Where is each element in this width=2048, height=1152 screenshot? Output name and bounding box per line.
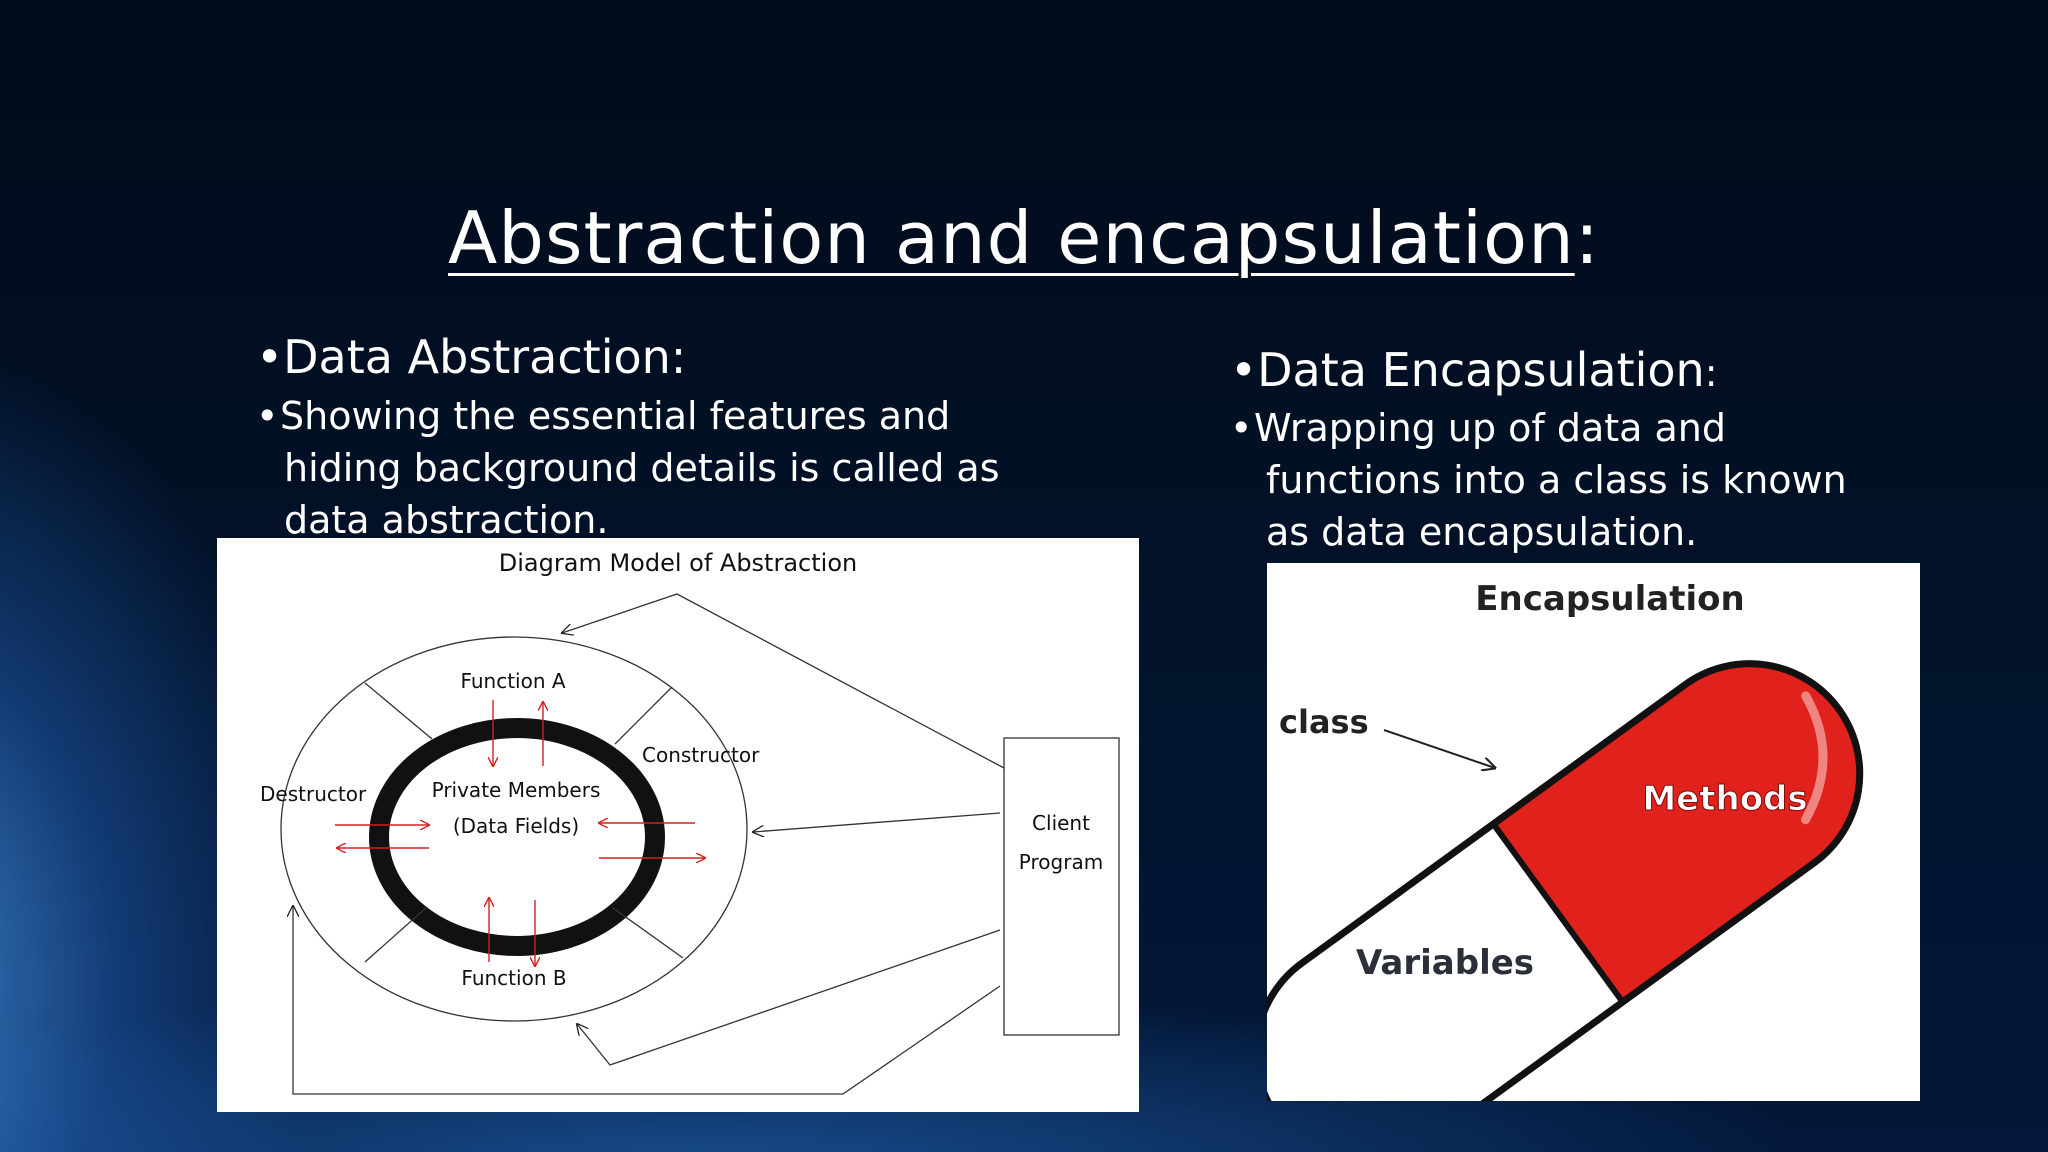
client-program-box	[1003, 737, 1120, 1036]
encapsulation-line-1: Wrapping up of data and	[1254, 406, 1727, 450]
abstraction-heading: •Data Abstraction:	[256, 330, 686, 384]
client-to-bottom-arrow	[577, 929, 1001, 1066]
slide-title-text: Abstraction and encapsulation	[448, 196, 1575, 280]
function-b-label: Function B	[461, 966, 566, 990]
data-fields-label: (Data Fields)	[453, 814, 579, 838]
client-to-left-arrow	[293, 906, 1001, 1095]
client-label: Client	[1032, 811, 1090, 835]
diagram-title: Diagram Model of Abstraction	[499, 549, 857, 577]
bullet: •	[1230, 343, 1258, 397]
abstraction-line-2: hiding background details is called as	[284, 446, 1000, 490]
private-members-label: Private Members	[432, 778, 601, 802]
constructor-label: Constructor	[642, 743, 760, 767]
capsule-outline	[1267, 660, 1864, 1101]
methods-label: Methods	[1642, 779, 1807, 819]
encapsulation-title: Encapsulation	[1475, 579, 1744, 619]
methods-half	[1493, 663, 1860, 1002]
abstraction-line-1: Showing the essential features and	[280, 394, 951, 438]
bullet: •	[1230, 406, 1253, 450]
encapsulation-diagram-svg: Encapsulation class Methods Variables	[1267, 579, 1864, 1101]
client-to-top-arrow	[562, 593, 1005, 769]
program-label: Program	[1019, 850, 1103, 874]
function-a-label: Function A	[460, 669, 565, 693]
encapsulation-diagram: Encapsulation class Methods Variables	[1267, 563, 1920, 1101]
encapsulation-description: • Wrapping up of data and functions into…	[1230, 402, 1850, 558]
encapsulation-line-2: functions into a class is known	[1266, 458, 1847, 502]
client-to-ring-arrow	[753, 812, 1001, 832]
capsule	[1267, 660, 1864, 1101]
abstraction-line-3: data abstraction.	[284, 498, 609, 542]
capsule-divider	[1490, 822, 1626, 1004]
abstraction-heading-text: Data Abstraction:	[283, 330, 687, 384]
abstraction-diagram: Diagram Model of Abstraction Function A …	[217, 538, 1139, 1112]
abstraction-description: • Showing the essential features and hid…	[256, 390, 1016, 546]
encapsulation-heading: •Data Encapsulation:	[1230, 343, 1718, 397]
outer-ring	[280, 636, 748, 1022]
variables-label: Variables	[1356, 943, 1534, 983]
spoke	[364, 682, 433, 740]
class-pointer-arrow	[1383, 729, 1495, 768]
encapsulation-line-3: as data encapsulation.	[1266, 510, 1698, 554]
encapsulation-heading-colon: :	[1704, 351, 1718, 395]
red-arrows	[335, 700, 705, 966]
capsule-highlight	[1800, 691, 1828, 825]
private-members-ring	[369, 718, 665, 956]
slide-title: Abstraction and encapsulation:	[0, 196, 2048, 280]
slide-title-colon: :	[1574, 196, 1600, 280]
bullet: •	[256, 394, 279, 438]
spoke	[364, 906, 428, 963]
variables-half	[1267, 824, 1623, 1101]
encapsulation-heading-text: Data Encapsulation	[1257, 343, 1705, 397]
spoke	[612, 907, 684, 959]
spoke	[614, 686, 673, 745]
class-label: class	[1279, 703, 1369, 741]
destructor-label: Destructor	[260, 782, 367, 806]
bullet: •	[256, 330, 284, 384]
abstraction-diagram-svg: Diagram Model of Abstraction Function A …	[260, 549, 1120, 1095]
